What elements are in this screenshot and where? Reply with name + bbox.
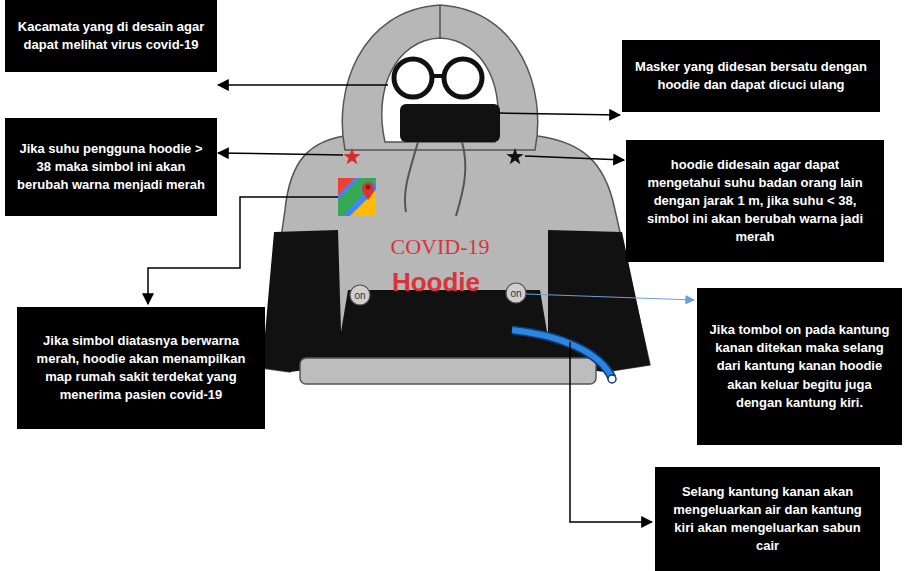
callout-box: Selang kantung kanan akan mengeluarkan a… bbox=[655, 467, 880, 571]
glasses-lens bbox=[444, 59, 482, 97]
hood-seam bbox=[439, 5, 441, 38]
callout-text: Jika suhu pengguna hoodie > 38 maka simb… bbox=[13, 140, 209, 195]
callout-box: Jika simbol diatasnya berwarna merah, ho… bbox=[17, 307, 265, 429]
hoodie-rib bbox=[300, 358, 596, 384]
mask bbox=[400, 104, 500, 142]
sleeve-left bbox=[262, 230, 342, 372]
callout-box: Masker yang didesan bersatu dengan hoodi… bbox=[622, 40, 880, 112]
button-label: on bbox=[354, 290, 365, 301]
callout-box: Jika suhu pengguna hoodie > 38 maka simb… bbox=[5, 118, 217, 216]
callout-box: Jika tombol on pada kantung kanan diteka… bbox=[697, 288, 902, 445]
glasses-bridge bbox=[432, 74, 444, 78]
callout-text: Jika simbol diatasnya berwarna merah, ho… bbox=[25, 332, 257, 405]
callout-box: hoodie didesain agar dapat mengetahui su… bbox=[626, 140, 884, 262]
hose-tip bbox=[608, 375, 616, 383]
callout-text: Kacamata yang di desain agar dapat melih… bbox=[13, 18, 209, 54]
hoodie-body bbox=[262, 135, 650, 372]
callout-box: Kacamata yang di desain agar dapat melih… bbox=[5, 0, 217, 72]
leader-line bbox=[218, 153, 343, 155]
on-button bbox=[506, 283, 526, 303]
leader-line bbox=[526, 294, 694, 300]
drawstring bbox=[405, 142, 418, 212]
glasses-lens bbox=[394, 59, 432, 97]
callout-text: hoodie didesain agar dapat mengetahui su… bbox=[634, 156, 876, 247]
hose bbox=[512, 330, 612, 378]
button-label: on bbox=[510, 288, 521, 299]
sensor-star bbox=[506, 148, 523, 164]
on-button bbox=[350, 285, 370, 305]
leader-line bbox=[525, 156, 624, 160]
maps-icon bbox=[338, 178, 376, 216]
temperature-star bbox=[343, 148, 360, 164]
hoodie-print: COVID-19 bbox=[391, 234, 490, 260]
leader-line bbox=[570, 342, 652, 522]
callout-text: Masker yang didesan bersatu dengan hoodi… bbox=[630, 58, 872, 94]
callout-text: Jika tombol on pada kantung kanan diteka… bbox=[705, 321, 894, 412]
leader-line bbox=[498, 113, 620, 115]
hood bbox=[342, 5, 537, 150]
leader-line bbox=[218, 84, 388, 86]
hose bbox=[512, 330, 612, 378]
callout-text: Selang kantung kanan akan mengeluarkan a… bbox=[663, 483, 872, 556]
drawstring bbox=[456, 142, 465, 216]
hoodie-print: Hoodie bbox=[392, 267, 480, 298]
